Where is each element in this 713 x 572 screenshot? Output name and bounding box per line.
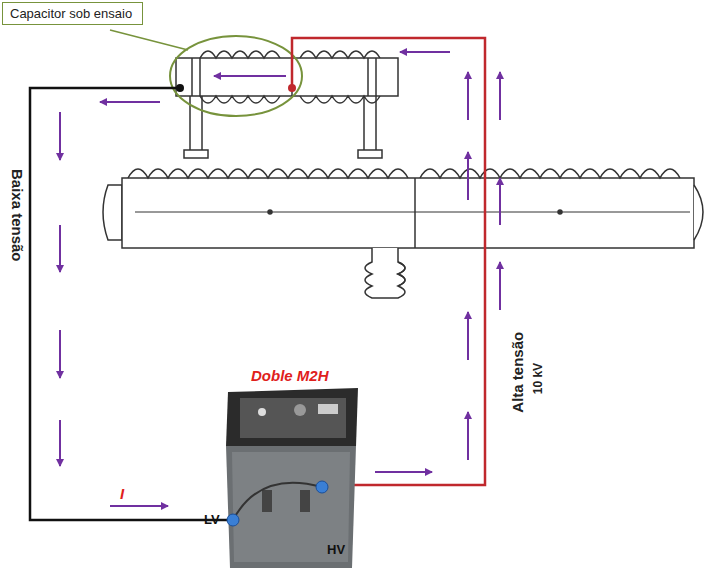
terminal-dot <box>176 84 184 92</box>
label-box: Capacitor sob ensaio <box>2 2 143 25</box>
label-text: Capacitor sob ensaio <box>10 6 135 21</box>
current-arrows <box>60 52 500 506</box>
terminal-dot <box>288 84 296 92</box>
current-label: I <box>120 486 124 503</box>
low-voltage-wire <box>30 88 232 520</box>
terminal-label: HV <box>327 543 345 557</box>
voltage-label: 10 kV <box>532 362 545 393</box>
capacitor <box>176 51 398 103</box>
device-name: Doble M2H <box>251 368 329 385</box>
highlight-ellipse <box>170 36 302 116</box>
insulator <box>103 169 703 298</box>
terminal-label: LV <box>204 513 220 527</box>
test-set <box>226 388 358 568</box>
leader-line <box>110 30 188 50</box>
wire-label: Alta tensão <box>510 331 527 412</box>
wire-label: Baixa tensão <box>8 168 25 261</box>
